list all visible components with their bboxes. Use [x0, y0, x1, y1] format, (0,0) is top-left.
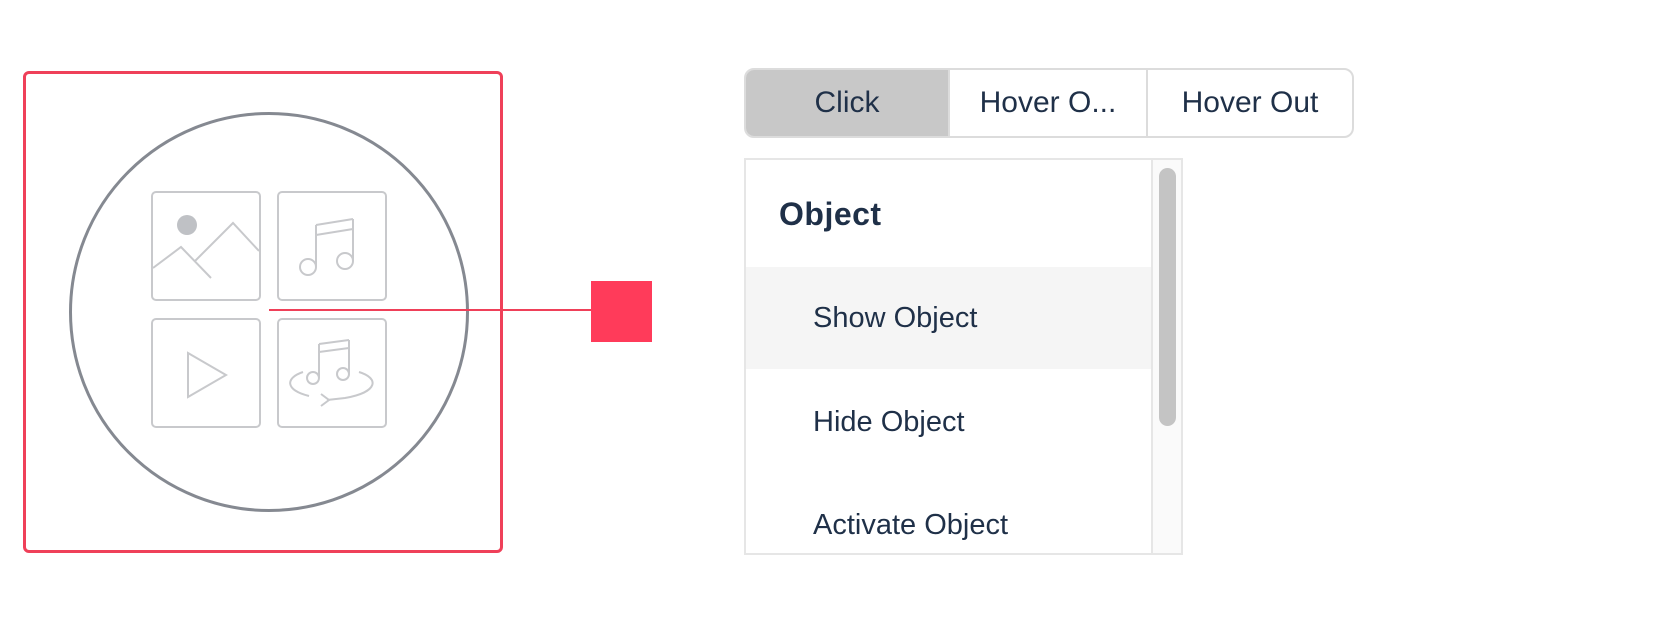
scrollbar-thumb[interactable]: [1159, 168, 1176, 426]
trigger-tabs: Click Hover O... Hover Out: [744, 68, 1354, 138]
audio-360-tile: [277, 318, 387, 428]
audio-360-icon: [289, 339, 374, 407]
music-tile: [277, 191, 387, 301]
action-list-panel: Object Show Object Hide Object Activate …: [744, 158, 1183, 555]
selected-object-frame[interactable]: [23, 71, 503, 553]
tab-hover-over[interactable]: Hover O...: [948, 70, 1146, 136]
media-object-circle[interactable]: [69, 112, 469, 512]
list-item-hide-object[interactable]: Hide Object: [813, 405, 965, 438]
list-section-header: Object: [779, 196, 882, 232]
image-icon: [153, 215, 259, 279]
image-tile: [151, 191, 261, 301]
tab-hover-out[interactable]: Hover Out: [1146, 70, 1352, 136]
tab-click[interactable]: Click: [746, 70, 948, 136]
music-icon: [299, 218, 354, 276]
action-list: Object Show Object Hide Object Activate …: [746, 160, 1151, 553]
trigger-connector-line: [269, 309, 591, 311]
connector-drag-handle[interactable]: [591, 281, 652, 342]
list-item-show-object[interactable]: Show Object: [746, 267, 1151, 369]
video-play-icon: [187, 351, 228, 399]
scrollbar-track[interactable]: [1151, 160, 1181, 553]
list-item-activate-object[interactable]: Activate Object: [813, 508, 1009, 541]
video-tile: [151, 318, 261, 428]
